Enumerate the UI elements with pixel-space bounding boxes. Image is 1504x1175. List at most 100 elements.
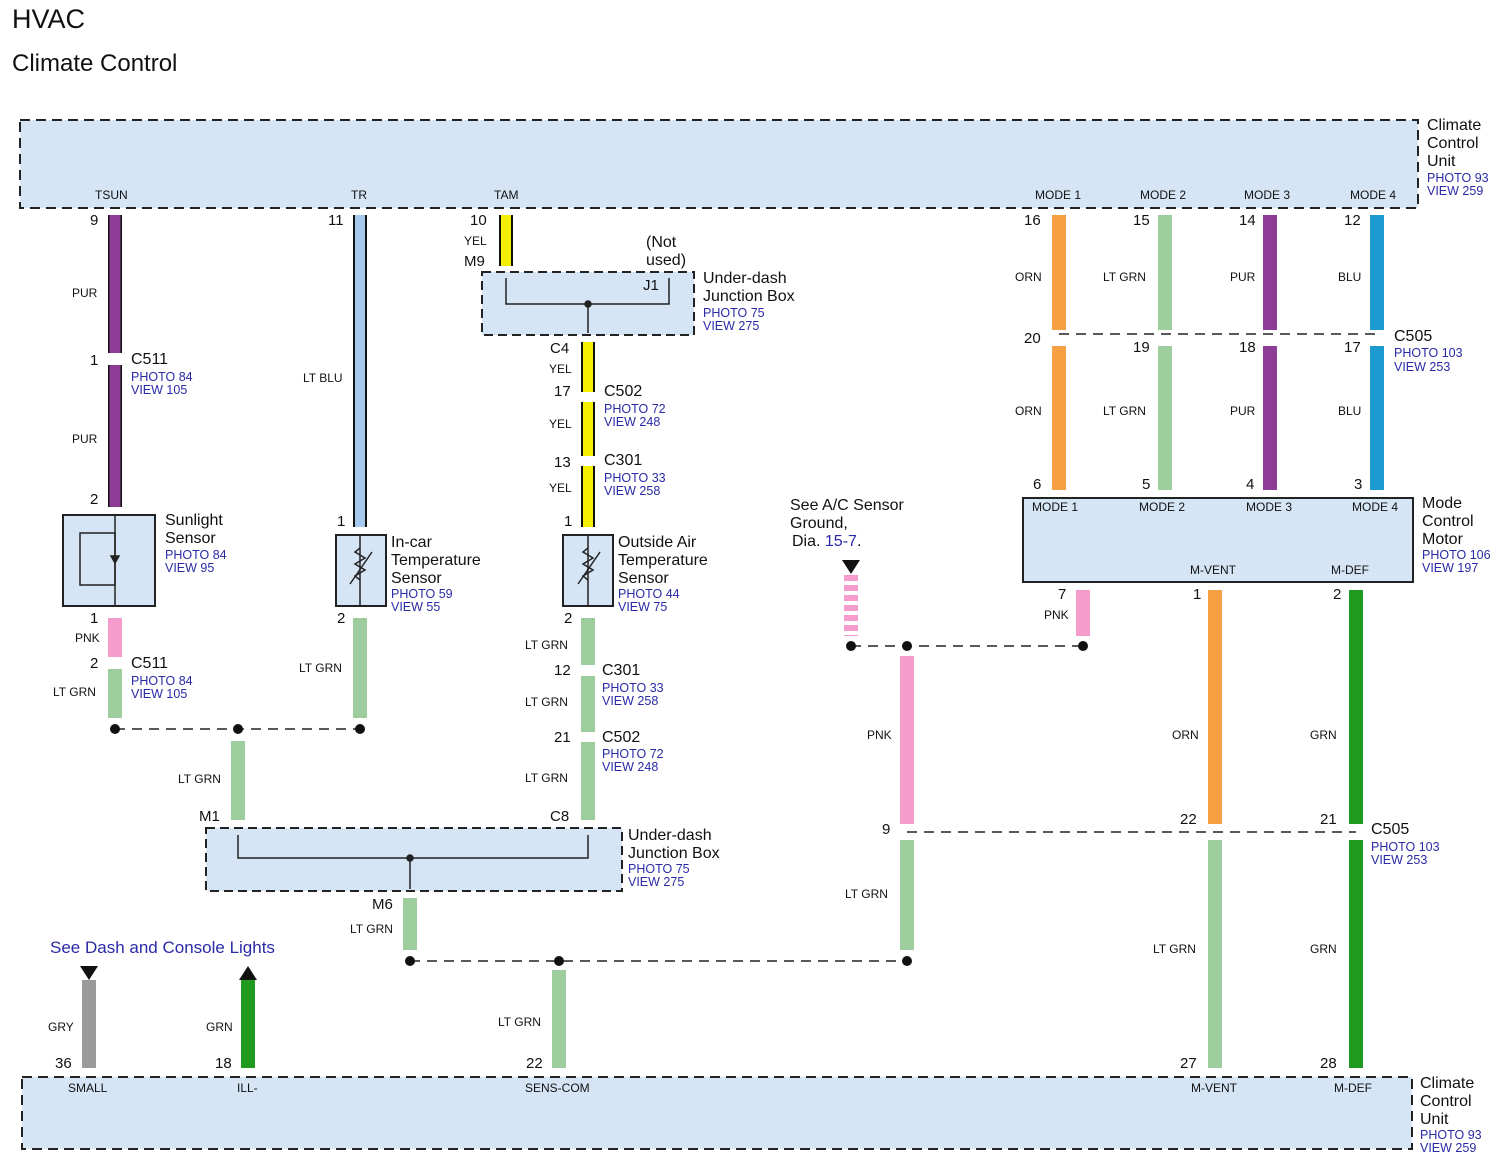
splice-dots xyxy=(110,641,1088,966)
wire-label: PUR xyxy=(72,432,98,446)
pin-m1: M1 xyxy=(199,808,220,825)
pin: 5 xyxy=(1142,476,1151,493)
wire-label: GRN xyxy=(1310,728,1337,742)
ref: PHOTO 33 xyxy=(602,681,664,695)
pin: 13 xyxy=(554,454,571,471)
ref: PHOTO 72 xyxy=(602,747,664,761)
ref: PHOTO 59 xyxy=(391,587,453,601)
term-sens-com: SENS-COM xyxy=(525,1081,590,1095)
ref: VIEW 75 xyxy=(618,600,668,614)
wire-label: YEL xyxy=(549,481,572,495)
ac-ground-note-3: Dia. 15-7. xyxy=(792,533,862,550)
wire-label: ORN xyxy=(1015,270,1042,284)
pin: 6 xyxy=(1033,476,1042,493)
wire-label: PNK xyxy=(1044,608,1069,622)
ref: PHOTO 93 xyxy=(1420,1128,1482,1142)
incar-label: In-car Temperature Sensor xyxy=(391,534,481,587)
dash-lights-link[interactable]: See Dash and Console Lights xyxy=(50,938,275,957)
ref: PHOTO 106 xyxy=(1422,548,1491,562)
motor-label: Mode Control Motor xyxy=(1422,495,1474,548)
ref: VIEW 105 xyxy=(131,383,188,397)
thermistor-incar xyxy=(349,535,373,606)
connector-c511: C511 xyxy=(131,351,169,368)
ref: PHOTO 84 xyxy=(165,548,227,562)
ref: PHOTO 33 xyxy=(604,471,666,485)
connector-c301: C301 xyxy=(602,662,641,679)
wire-label: LT GRN xyxy=(1103,270,1146,284)
pin: 2 xyxy=(90,655,99,672)
ref: VIEW 105 xyxy=(131,687,188,701)
wire-label: PNK xyxy=(867,728,892,742)
pin: 9 xyxy=(882,821,891,838)
ref: VIEW 95 xyxy=(165,561,215,575)
ref: VIEW 248 xyxy=(602,760,659,774)
pin: 1 xyxy=(337,513,346,530)
pin: 15 xyxy=(1133,212,1150,229)
term-ill: ILL- xyxy=(237,1081,258,1095)
wire-label: LT BLU xyxy=(303,371,343,385)
ref: PHOTO 44 xyxy=(618,587,680,601)
pin: 1 xyxy=(564,513,573,530)
wire-label: LT GRN xyxy=(525,638,568,652)
junction-box-bottom xyxy=(205,827,623,892)
top-unit-label: Climate Control Unit xyxy=(1427,117,1482,170)
term-motor-mode4: MODE 4 xyxy=(1352,500,1399,514)
connector-c511: C511 xyxy=(131,655,169,672)
page-title: HVAC xyxy=(12,4,86,34)
thermistor-outside xyxy=(577,535,601,606)
ref: PHOTO 103 xyxy=(1394,346,1463,360)
pin-m6: M6 xyxy=(372,896,393,913)
wire-label: LT GRN xyxy=(350,922,393,936)
pin: 1 xyxy=(1193,586,1202,603)
ref: PHOTO 84 xyxy=(131,674,193,688)
ref: VIEW 258 xyxy=(604,484,661,498)
wire-label: YEL xyxy=(464,234,487,248)
pin: 10 xyxy=(470,212,487,229)
jb-bottom-label: Under-dash Junction Box xyxy=(628,827,720,862)
bottom-unit-label: Climate Control Unit xyxy=(1420,1075,1475,1128)
wire-label: LT GRN xyxy=(178,772,221,786)
term-mode4: MODE 4 xyxy=(1350,188,1397,202)
ac-ground-note-2: Ground, xyxy=(790,515,848,532)
sunlight-internal xyxy=(79,515,121,606)
wire-label: LT GRN xyxy=(845,887,888,901)
connector-c502: C502 xyxy=(602,729,641,746)
pin: 18 xyxy=(1239,339,1256,356)
connector-c505: C505 xyxy=(1394,328,1433,345)
term-motor-mvent: M-VENT xyxy=(1190,563,1236,577)
pin: 20 xyxy=(1024,330,1041,347)
connector-c502: C502 xyxy=(604,383,643,400)
pin: 1 xyxy=(90,352,99,369)
wire-label: BLU xyxy=(1338,404,1362,418)
wire-label: LT GRN xyxy=(53,685,96,699)
pin: 21 xyxy=(1320,811,1337,828)
term-mode1: MODE 1 xyxy=(1035,188,1082,202)
pin-c4: C4 xyxy=(550,340,570,357)
jb-top-label: Under-dash Junction Box xyxy=(703,270,795,305)
top-unit-box xyxy=(19,119,1419,209)
ref: VIEW 253 xyxy=(1394,360,1451,374)
wire-label: PUR xyxy=(1230,270,1256,284)
wire-label: GRY xyxy=(48,1020,74,1034)
pin-j1: J1 xyxy=(643,277,659,294)
pin: 27 xyxy=(1180,1055,1197,1072)
wire-label: YEL xyxy=(549,362,572,376)
page-subtitle: Climate Control xyxy=(12,50,178,77)
pin: 17 xyxy=(1344,339,1361,356)
term-mode2: MODE 2 xyxy=(1140,188,1187,202)
ref: PHOTO 75 xyxy=(628,862,690,876)
wire-label: GRN xyxy=(206,1020,233,1034)
ac-ground-link[interactable]: 15-7 xyxy=(824,533,857,550)
pin-m9: M9 xyxy=(464,253,485,270)
wire-label: LT GRN xyxy=(498,1015,541,1029)
term-mode3: MODE 3 xyxy=(1244,188,1291,202)
pin: 1 xyxy=(90,610,99,627)
top-unit-photo: PHOTO 93 xyxy=(1427,171,1489,185)
ref: VIEW 253 xyxy=(1371,853,1428,867)
pin: 11 xyxy=(328,212,344,229)
ref: PHOTO 84 xyxy=(131,370,193,384)
jb-top-internal xyxy=(505,278,670,333)
connector-c505: C505 xyxy=(1371,821,1410,838)
term-m-vent: M-VENT xyxy=(1191,1081,1237,1095)
